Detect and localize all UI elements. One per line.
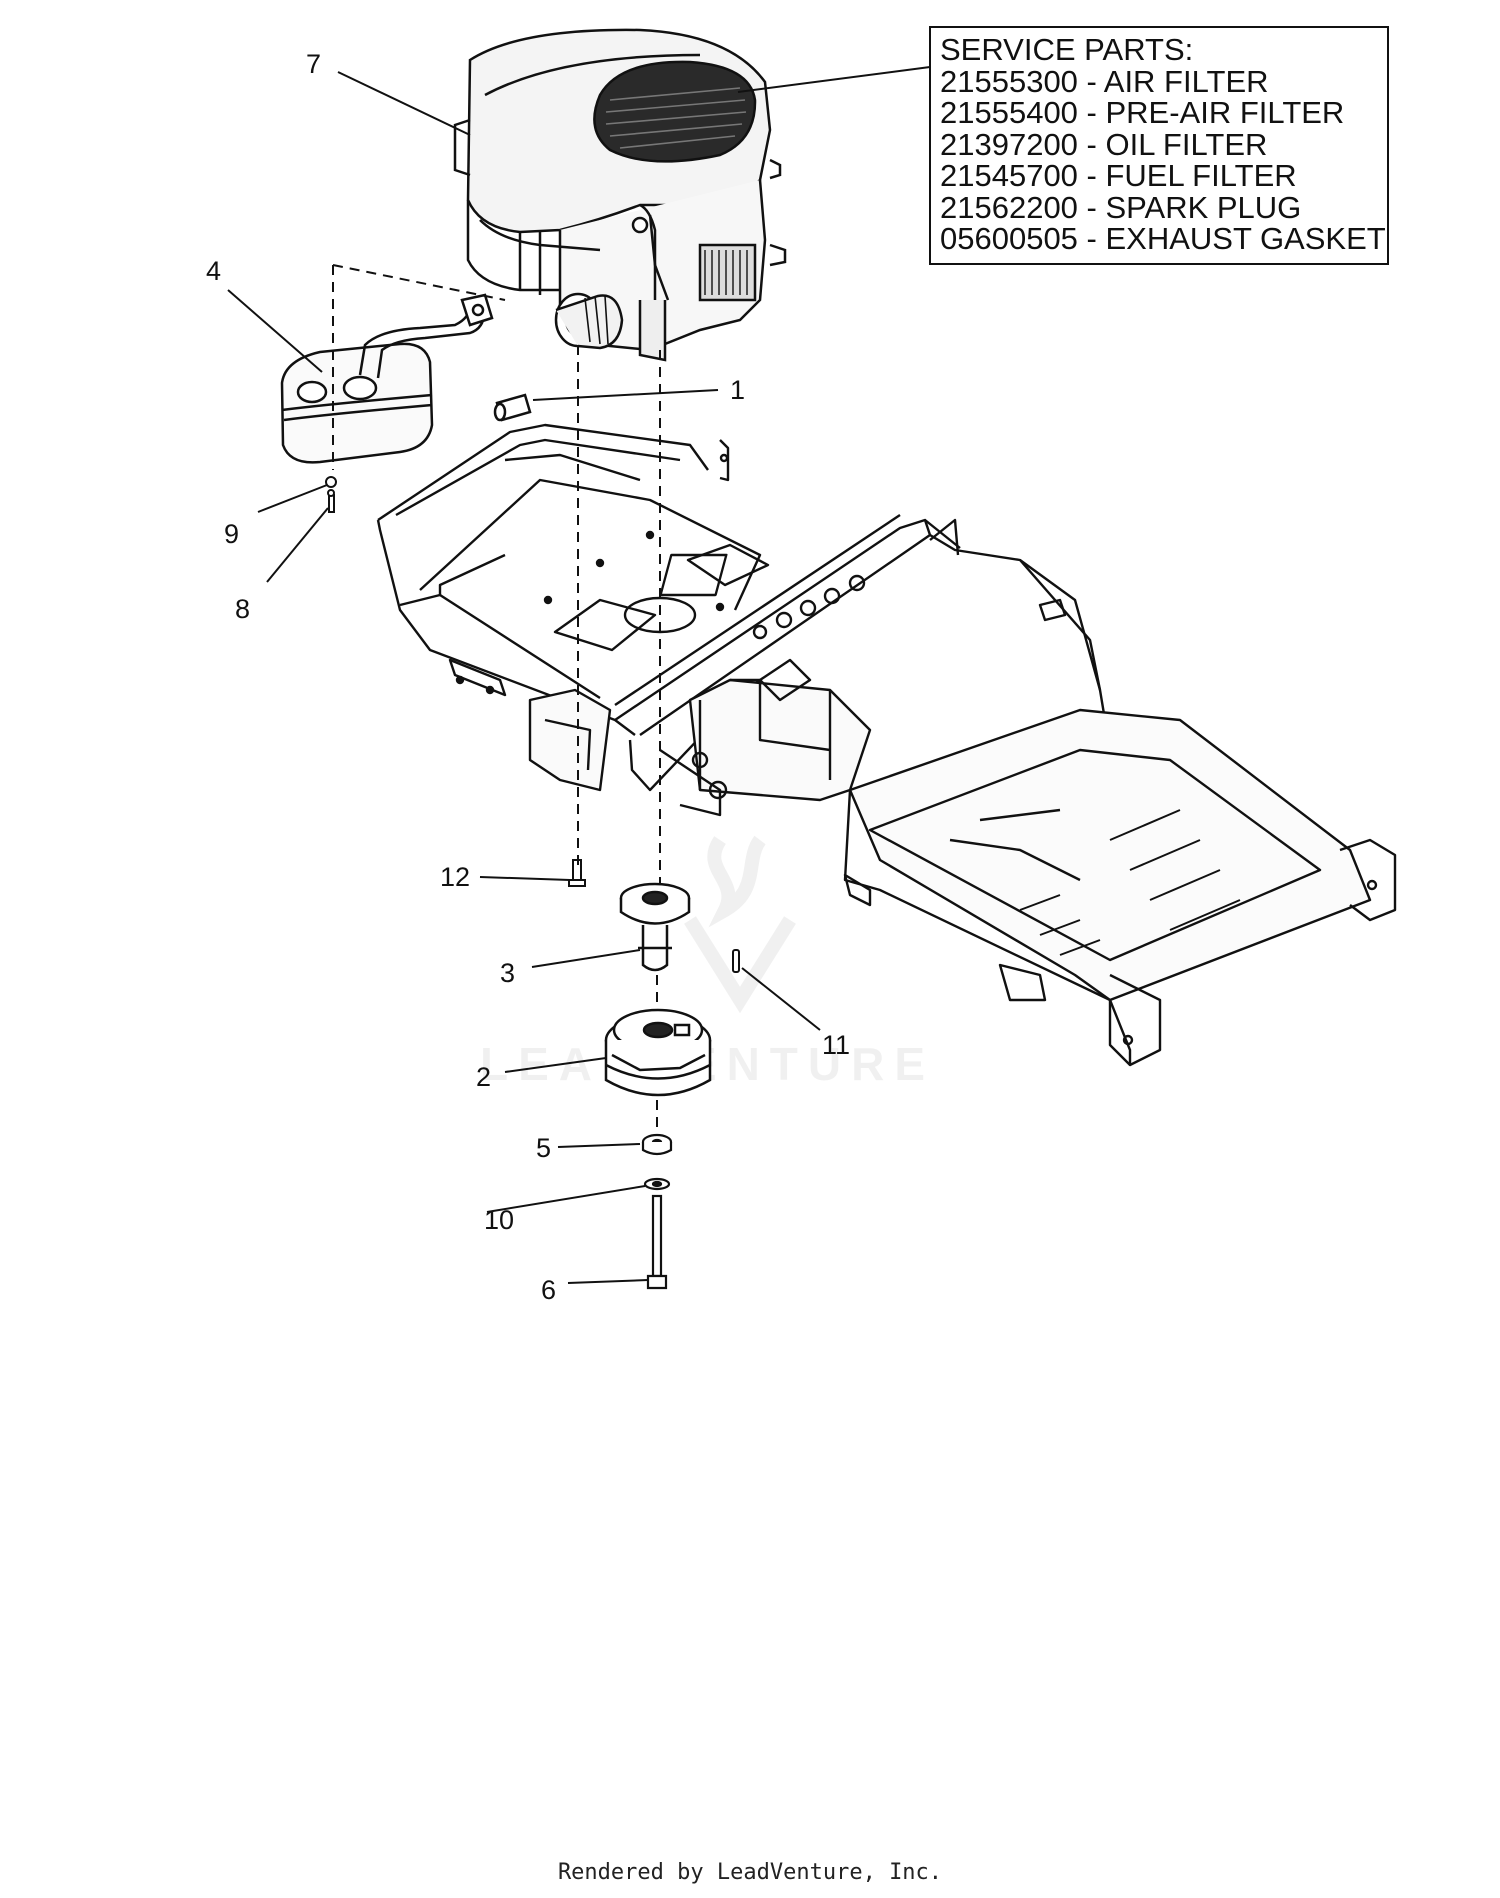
service-parts-box: SERVICE PARTS: 21555300 - AIR FILTER 215… — [929, 26, 1389, 265]
service-part-item: 21397200 - OIL FILTER — [940, 127, 1267, 162]
callout-2: 2 — [476, 1062, 491, 1092]
muffler-bolt — [325, 476, 337, 513]
engine — [453, 28, 787, 362]
footer-credit: Rendered by LeadVenture, Inc. — [557, 1860, 943, 1885]
spacer-fitting — [493, 393, 532, 422]
clutch-washer — [641, 1133, 673, 1156]
clutch-key — [732, 949, 740, 973]
flat-washer — [643, 1177, 671, 1191]
callout-12: 12 — [440, 862, 470, 892]
callout-4: 4 — [206, 256, 221, 286]
callout-1: 1 — [730, 375, 745, 405]
callout-9: 9 — [224, 519, 239, 549]
callout-3: 3 — [500, 958, 515, 988]
service-part-item: 05600505 - EXHAUST GASKET — [940, 221, 1386, 256]
service-part-item: 21555400 - PRE-AIR FILTER — [940, 95, 1344, 130]
service-part-item: 21562200 - SPARK PLUG — [940, 190, 1301, 225]
pulley — [619, 882, 691, 972]
callout-6: 6 — [541, 1275, 556, 1305]
assembly-lines — [332, 264, 661, 1135]
callout-8: 8 — [235, 594, 250, 624]
clutch-bolt — [646, 1194, 668, 1290]
service-part-item: 21545700 - FUEL FILTER — [940, 158, 1297, 193]
mower-frame — [376, 423, 1397, 1067]
callout-5: 5 — [536, 1133, 551, 1163]
callout-10: 10 — [484, 1205, 514, 1235]
muffler — [280, 293, 494, 464]
callout-7: 7 — [306, 49, 321, 79]
service-parts-title: SERVICE PARTS: — [940, 32, 1193, 67]
callouts — [227, 66, 931, 1284]
service-part-item: 21555300 - AIR FILTER — [940, 64, 1269, 99]
electric-clutch — [604, 1008, 712, 1097]
callout-11: 11 — [822, 1030, 850, 1060]
